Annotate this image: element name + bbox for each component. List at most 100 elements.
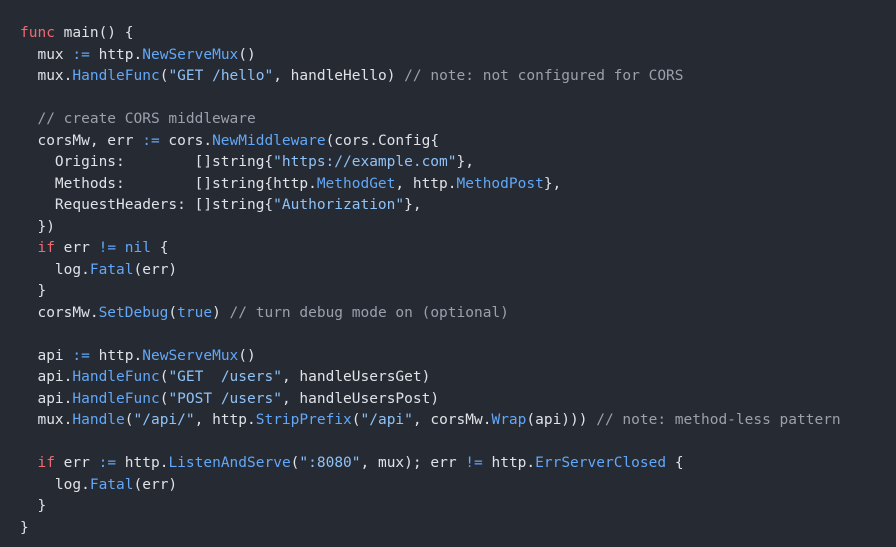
code-token: log. xyxy=(20,476,90,493)
code-token: "/api/" xyxy=(133,412,195,428)
code-token: HandleFunc xyxy=(72,390,160,407)
code-line: func main() { xyxy=(20,23,896,45)
code-token: // note: method-less pattern xyxy=(596,412,841,428)
code-token: }, xyxy=(404,197,422,213)
code-token: "GET /hello" xyxy=(168,68,274,84)
code-line: mux.Handle("/api/", http.StripPrefix("/a… xyxy=(20,410,896,432)
code-token: }, xyxy=(543,175,562,192)
code-token: "GET /users" xyxy=(168,369,282,385)
code-token: http. xyxy=(89,46,143,63)
code-token: , http. xyxy=(395,175,457,192)
code-token: ( xyxy=(168,304,178,321)
code-line: } xyxy=(20,518,896,540)
code-token: MethodPost xyxy=(456,175,544,192)
code-token: StripPrefix xyxy=(255,412,352,428)
code-token: http. xyxy=(89,347,143,364)
code-token: HandleFunc xyxy=(72,369,160,385)
code-token: := xyxy=(72,347,90,364)
code-token: }, xyxy=(456,154,474,170)
code-token: // create CORS middleware xyxy=(20,111,256,127)
code-token: Fatal xyxy=(89,476,134,493)
code-token: corsMw. xyxy=(20,304,99,321)
code-token xyxy=(20,240,37,256)
code-line: Methods: []string{http.MethodGet, http.M… xyxy=(20,174,896,196)
code-line: if err := http.ListenAndServe(":8080", m… xyxy=(20,453,896,475)
code-token: { xyxy=(151,240,169,256)
code-token: { xyxy=(666,455,684,471)
code-token: , handleUsersGet) xyxy=(281,369,431,385)
code-token: := xyxy=(72,46,90,63)
code-token: ":8080" xyxy=(299,455,361,471)
code-token: Fatal xyxy=(89,261,134,278)
code-token: MethodGet xyxy=(316,175,396,192)
code-line: }) xyxy=(20,217,896,239)
code-token: }) xyxy=(20,218,55,235)
code-line: if err != nil { xyxy=(20,238,896,260)
code-token: NewMiddleware xyxy=(212,132,326,149)
code-token: ErrServerClosed xyxy=(535,455,667,471)
code-token: } xyxy=(20,283,47,299)
code-token: "Authorization" xyxy=(273,197,405,213)
code-token: // turn debug mode on (optional) xyxy=(229,304,509,321)
code-token: api xyxy=(20,347,73,364)
code-token: := xyxy=(98,455,117,471)
code-token: ( xyxy=(159,390,169,407)
code-line xyxy=(20,88,896,110)
code-token: http. xyxy=(482,455,536,471)
code-line: mux := http.NewServeMux() xyxy=(20,45,896,67)
code-line: mux.HandleFunc("GET /hello", handleHello… xyxy=(20,66,896,88)
code-token: , corsMw. xyxy=(412,412,492,428)
code-token: err xyxy=(54,240,99,256)
code-token: != xyxy=(465,455,483,471)
code-token: SetDebug xyxy=(98,304,169,321)
code-token: NewServeMux xyxy=(142,347,239,364)
code-line: log.Fatal(err) xyxy=(20,260,896,282)
code-token: () xyxy=(238,347,256,364)
code-line: RequestHeaders: []string{"Authorization"… xyxy=(20,195,896,217)
code-token: func xyxy=(20,25,55,41)
code-token: // note: not configured for CORS xyxy=(404,68,684,84)
code-token: mux. xyxy=(20,412,73,428)
code-token: (cors.Config{ xyxy=(325,132,440,149)
code-line: } xyxy=(20,281,896,303)
code-token: , http. xyxy=(194,412,256,428)
code-line: // create CORS middleware xyxy=(20,109,896,131)
code-token: if xyxy=(37,240,55,256)
code-token: Origins: []string{ xyxy=(20,154,274,170)
code-token: ( xyxy=(290,455,300,471)
code-token: (err) xyxy=(133,261,178,278)
code-token: nil xyxy=(124,240,151,256)
code-token: "/api" xyxy=(360,412,413,428)
code-token: , mux); err xyxy=(360,455,466,471)
code-token: ( xyxy=(124,412,134,428)
code-token: RequestHeaders: []string{ xyxy=(20,197,274,213)
code-line: log.Fatal(err) xyxy=(20,475,896,497)
code-line xyxy=(20,432,896,454)
code-token: err xyxy=(54,455,99,471)
code-token: NewServeMux xyxy=(142,46,239,63)
code-line: api.HandleFunc("POST /users", handleUser… xyxy=(20,389,896,411)
code-token: api. xyxy=(20,390,73,407)
code-token: mux. xyxy=(20,68,73,84)
code-token: Wrap xyxy=(491,412,527,428)
code-token: api. xyxy=(20,369,73,385)
code-token: } xyxy=(20,498,47,514)
code-token xyxy=(116,240,125,256)
code-token: "POST /users" xyxy=(168,390,282,407)
code-token: } xyxy=(20,519,29,536)
code-token: "https://example.com" xyxy=(273,154,457,170)
code-token: corsMw, err xyxy=(20,132,143,149)
code-token: Methods: []string{http. xyxy=(20,175,317,192)
code-token: , handleHello) xyxy=(273,68,405,84)
code-line: api.HandleFunc("GET /users", handleUsers… xyxy=(20,367,896,389)
code-token: ListenAndServe xyxy=(168,455,291,471)
code-line: } xyxy=(20,496,896,518)
code-token: HandleFunc xyxy=(72,68,160,84)
code-line: Origins: []string{"https://example.com"}… xyxy=(20,152,896,174)
code-token: , handleUsersPost) xyxy=(281,390,440,407)
code-line: corsMw.SetDebug(true) // turn debug mode… xyxy=(20,303,896,325)
code-token: ( xyxy=(159,369,169,385)
code-token: := xyxy=(142,132,160,149)
code-token: ( xyxy=(351,412,361,428)
